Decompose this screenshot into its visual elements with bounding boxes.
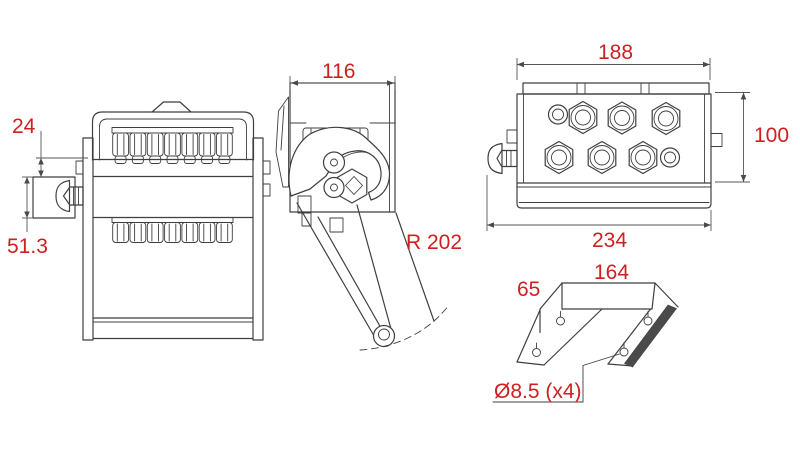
block-outline: [506, 82, 723, 209]
face-view: 188 100 234: [486, 41, 789, 252]
side-view: 116 R 202: [275, 60, 462, 351]
dim-label-bracket-height: 51.3: [7, 235, 48, 258]
bracket-view: 164 65 Ø8.5 (x4): [492, 261, 679, 403]
lever-arms: [296, 202, 435, 342]
dimension-116: 116: [289, 60, 396, 90]
dim-label-knob-offset: 24: [12, 115, 36, 138]
dimension-100: 100: [715, 92, 789, 183]
dimension-51-3: 51.3: [7, 177, 48, 258]
mounting-holes: [532, 311, 653, 357]
swing-radius-arc: [359, 304, 450, 351]
frame-outline: [289, 82, 396, 233]
release-knob-front: [32, 176, 84, 219]
dim-label-swing-radius: R 202: [406, 231, 462, 254]
handle-bail: [91, 101, 255, 161]
front-view: 24 51.3: [7, 101, 271, 341]
hole-leader-line: [492, 353, 620, 403]
side-plates: [75, 137, 271, 341]
dim-label-body-height: 100: [754, 124, 789, 147]
mounting-bracket: [492, 282, 679, 403]
latch-hook: [288, 126, 396, 348]
dimension-234: 234: [486, 175, 712, 252]
coupler-nuts-top-row: [111, 127, 234, 164]
hydraulic-ports: [544, 100, 681, 175]
release-knob-face: [487, 142, 518, 175]
dim-label-frame-width: 116: [322, 60, 355, 83]
dim-label-body-width: 188: [598, 41, 633, 64]
dimension-188: 188: [516, 41, 711, 80]
handle-bail-side: [275, 96, 289, 188]
dim-label-hole-spec: Ø8.5 (x4): [494, 380, 582, 403]
dim-label-mount-width: 164: [594, 261, 629, 284]
dim-label-flange-depth: 65: [517, 278, 540, 301]
dimension-24: 24: [12, 115, 88, 178]
coupler-nuts-bottom-row: [111, 217, 234, 243]
dim-label-overall-width: 234: [592, 229, 627, 252]
body-outline: [92, 158, 254, 340]
